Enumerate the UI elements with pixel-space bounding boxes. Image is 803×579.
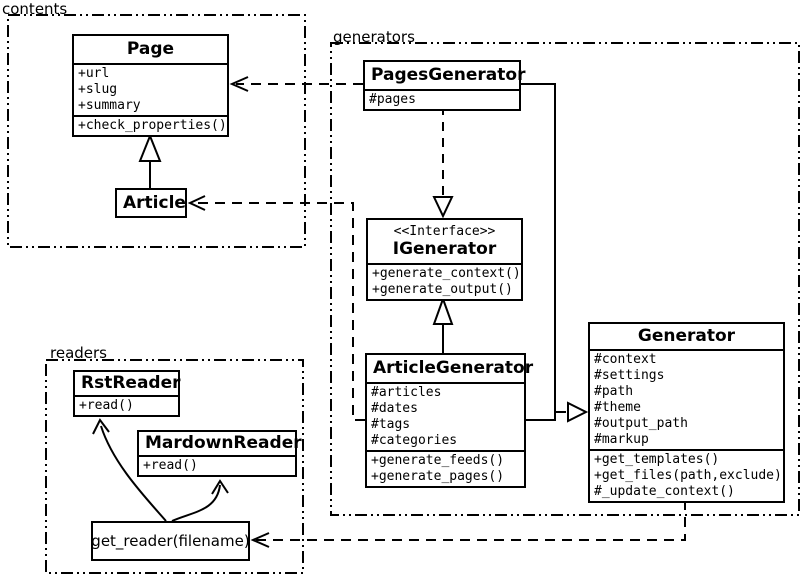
attribute: #theme [594, 400, 641, 415]
package-frame-contents [7, 14, 306, 248]
attributes-compartment: +url +slug +summary [74, 63, 227, 115]
attribute: #settings [594, 368, 665, 383]
stereotype-label: <<Interface>> [393, 224, 496, 239]
attribute: #context [594, 352, 657, 367]
hollow-triangle-icon [432, 296, 454, 325]
method: +check_properties() [78, 118, 227, 133]
class-title: MardownReader [145, 433, 302, 453]
methods-compartment: +check_properties() [74, 115, 227, 135]
class-article-generator: ArticleGenerator #articles #dates #tags … [365, 353, 534, 488]
edge-getreader-to-markdownreader [171, 479, 229, 522]
method: +generate_pages() [371, 469, 505, 484]
class-markdown-reader: MardownReader +read() [137, 430, 302, 477]
generalization-articlegenerator-to-igenerator [432, 296, 454, 353]
class-title: RstReader [81, 373, 181, 393]
open-arrow-icon [250, 532, 270, 548]
methods-compartment: +generate_context() +generate_output() [368, 263, 521, 299]
attribute: +url [78, 66, 110, 81]
hollow-triangle-icon [432, 196, 454, 219]
method: +read() [79, 398, 134, 413]
generalization-to-generator [520, 83, 589, 423]
method: +read() [143, 458, 198, 473]
generalization-article-to-page [138, 133, 162, 188]
attributes-compartment: #articles #dates #tags #categories [367, 382, 524, 450]
open-arrow-icon [229, 76, 249, 92]
function-get-reader: get_reader(filename) [91, 521, 250, 561]
class-page: Page +url +slug +summary +check_properti… [72, 34, 229, 137]
method: +generate_output() [372, 282, 513, 297]
package-label-contents: contents [2, 0, 68, 18]
attribute: #articles [371, 385, 442, 400]
method: +generate_context() [372, 266, 521, 281]
edge-getreader-to-rstreader [92, 418, 167, 522]
attribute: #pages [369, 92, 416, 107]
attribute: #tags [371, 417, 411, 432]
hollow-triangle-icon [138, 133, 162, 162]
attribute: #output_path [594, 416, 688, 431]
attribute: #path [594, 384, 634, 399]
method: #_update_context() [594, 484, 735, 499]
attribute: #categories [371, 433, 458, 448]
realization-pagesgenerator-to-igenerator [432, 106, 454, 219]
package-frame-readers [45, 359, 304, 574]
methods-compartment: +read() [75, 395, 178, 415]
function-label: get_reader(filename) [91, 532, 250, 550]
open-arrow-icon [92, 418, 110, 435]
attribute: #markup [594, 432, 649, 447]
attributes-compartment: #pages [365, 89, 519, 109]
interface-igenerator: <<Interface>> IGenerator +generate_conte… [366, 218, 523, 301]
methods-compartment: +get_templates() +get_files(path,exclude… [590, 449, 783, 501]
method: +get_templates() [594, 452, 720, 467]
open-arrow-icon [211, 479, 229, 495]
dependency-articlegenerator-to-article [187, 195, 365, 421]
package-label-readers: readers [50, 344, 107, 362]
attribute: +summary [78, 98, 141, 113]
class-title: PagesGenerator [371, 65, 526, 85]
package-frame-generators [330, 42, 800, 516]
methods-compartment: +read() [139, 455, 295, 475]
class-article: Article [115, 188, 187, 218]
dependency-generator-to-getreader [250, 500, 686, 548]
attributes-compartment: #context #settings #path #theme #output_… [590, 349, 783, 449]
package-label-generators: generators [333, 28, 415, 46]
methods-compartment: +generate_feeds() +generate_pages() [367, 450, 524, 486]
class-title: Article [123, 193, 186, 213]
open-arrow-icon [187, 195, 206, 211]
class-title: Generator [637, 326, 736, 346]
dependency-pagesgenerator-to-page [229, 76, 363, 92]
class-rst-reader: RstReader +read() [73, 370, 181, 417]
attribute: +slug [78, 82, 118, 97]
class-title: ArticleGenerator [373, 358, 534, 378]
attribute: #dates [371, 401, 418, 416]
hollow-triangle-icon [567, 401, 589, 423]
method: +generate_feeds() [371, 453, 505, 468]
class-title: IGenerator [392, 239, 497, 259]
class-pages-generator: PagesGenerator #pages [363, 60, 526, 111]
class-generator: Generator #context #settings #path #them… [588, 322, 785, 503]
method: +get_files(path,exclude) [594, 468, 782, 483]
class-title: Page [126, 39, 175, 59]
